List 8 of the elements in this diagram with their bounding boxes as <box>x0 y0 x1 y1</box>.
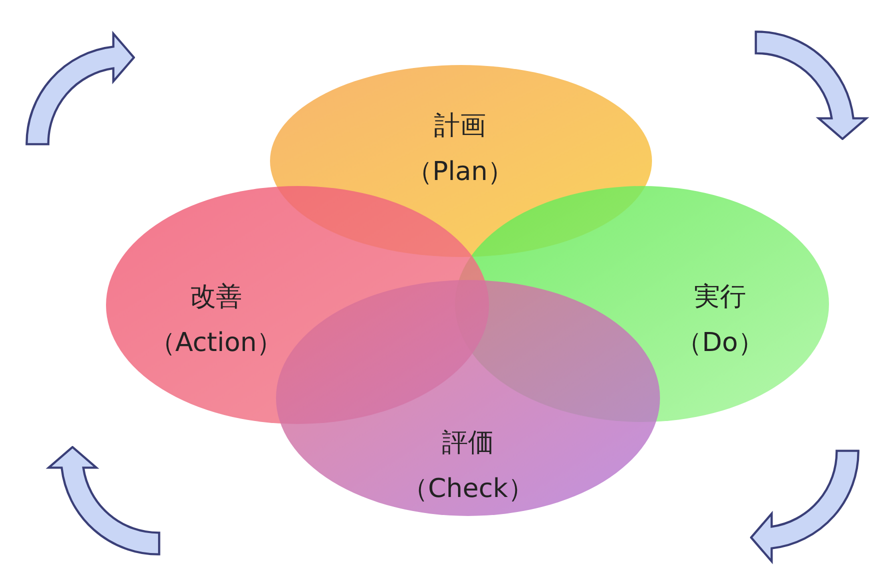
node-label: 計画 <box>434 110 486 143</box>
node-label: （Action） <box>149 327 283 360</box>
node-label: 実行 <box>694 281 746 314</box>
node-label: 評価 <box>442 427 494 460</box>
node-label: （Check） <box>402 473 534 506</box>
node-label: （Plan） <box>406 156 514 189</box>
node-label: （Do） <box>676 327 764 360</box>
node-label: 改善 <box>190 281 242 314</box>
